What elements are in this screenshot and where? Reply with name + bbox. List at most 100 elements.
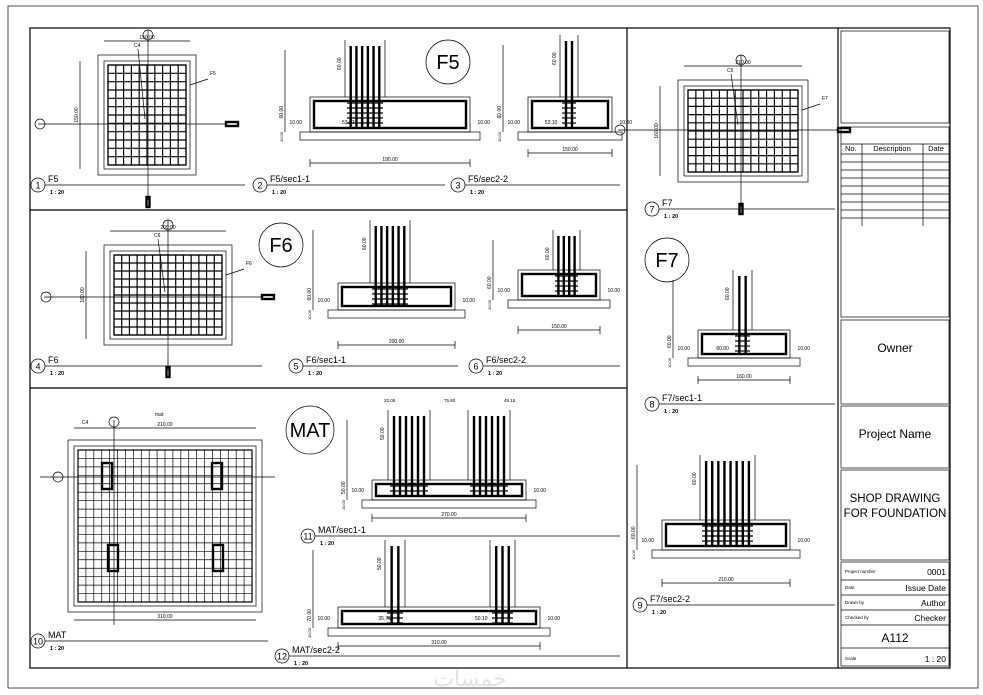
view-name: MAT (48, 630, 67, 640)
dimension-text: 10.00 (797, 346, 810, 352)
view-scale: 1 : 20 (50, 646, 64, 652)
dimension-text: 10.00 (279, 131, 284, 142)
dimension-text: 10.00 (677, 346, 690, 352)
drawing-rect (309, 96, 471, 133)
dimension-text: 50.00 (377, 557, 383, 570)
view-number: 12 (277, 652, 287, 662)
dimension-text: 53.07 (342, 120, 355, 126)
project-number-label: Project number (845, 569, 876, 574)
view-number: 2 (257, 181, 262, 191)
scale-label: Scale (845, 656, 857, 661)
dimension-text: 10.00 (477, 120, 490, 126)
section-marker (108, 416, 120, 428)
drawing-rect (299, 131, 481, 141)
dimension-text: mat (155, 412, 164, 418)
view-scale: 1 : 20 (320, 541, 334, 547)
view-name: F7/sec2-2 (650, 594, 690, 604)
view-title[interactable]: 8F7/sec1-11 : 20 (644, 393, 835, 415)
dimension-text: 60.00 (545, 247, 551, 260)
drawing-rect (517, 131, 623, 141)
drawing-rect (337, 606, 541, 629)
dimension-text: 10.00 (641, 538, 654, 544)
dimension-text: 50.10 (475, 616, 488, 622)
view-name: F6 (48, 355, 59, 365)
dimension-text: 160.00 (80, 287, 86, 303)
view-title[interactable]: 5F6/sec1-11 : 20 (288, 355, 458, 377)
dimension-text: 60.00 (307, 288, 313, 301)
dimension-text: 60.00 (487, 276, 493, 289)
view-title[interactable]: 9F7/sec2-21 : 20 (632, 594, 835, 616)
dimension-text: 49.15 (504, 398, 516, 403)
dimension-text: 60.00 (716, 346, 729, 352)
drawing-line (189, 78, 209, 86)
view-title[interactable]: 10 MAT 1 : 20 (30, 630, 268, 652)
dimension-text: 310.00 (157, 614, 173, 620)
dimension-text: F5 (210, 71, 216, 77)
drawing-rect (100, 461, 114, 491)
drawing-rect (371, 479, 527, 501)
dimension-text: 150.00 (74, 107, 80, 123)
drawn-by: Author (921, 598, 946, 608)
title-block: No. Description Date Owner Project Name … (840, 30, 950, 667)
dimension-text: 10.00 (631, 549, 636, 560)
drawing-rect (327, 309, 466, 319)
dimension-text: C4 (134, 43, 141, 49)
dimension-text: 60.00 (692, 472, 698, 485)
view-name: F7/sec1-1 (662, 393, 702, 403)
foundation-tag-circle (258, 222, 304, 268)
dimension-text: 200.00 (160, 225, 176, 231)
revision-table (841, 143, 949, 226)
dimension-text: 50.00 (380, 427, 386, 440)
dimension-text: 10.00 (307, 309, 312, 320)
watermark: خمسات (433, 666, 506, 691)
drawing-line (157, 238, 166, 293)
dimension-text: 10.00 (317, 298, 330, 304)
dimension-text: 160.00 (654, 123, 660, 139)
dimension-text: 60.00 (667, 335, 673, 348)
drawing-line (730, 73, 739, 126)
drawing-rect (165, 365, 171, 379)
drawing-frame (29, 27, 951, 669)
foundation-tag-circle (285, 405, 335, 455)
dimension-text: 10.00 (797, 538, 810, 544)
dimension-text: 10.00 (351, 488, 364, 494)
dimension-text: 20.05 (384, 398, 396, 403)
dimension-text: 270.00 (441, 512, 457, 518)
view-number: 10 (33, 637, 43, 647)
scale-value: 1 : 20 (925, 654, 947, 664)
view-number: 11 (303, 532, 312, 542)
view-number: 3 (455, 181, 460, 191)
dimension-text: 160.00 (736, 374, 752, 380)
drawing-rect (361, 499, 537, 509)
dimension-text: 190.00 (382, 157, 398, 163)
view-scale: 1 : 20 (470, 190, 484, 196)
dimension-text: 10.00 (497, 131, 502, 142)
project-number: 0001 (927, 567, 946, 577)
view-title[interactable]: 2F5/sec1-11 : 20 (252, 174, 445, 196)
view-title[interactable]: 6F6/sec2-21 : 20 (468, 355, 620, 377)
drawing-line (801, 103, 821, 111)
dimension-text: 210.00 (157, 422, 173, 428)
dimension-text: C6 (727, 68, 734, 74)
drawn-by-label: Drawn by (845, 600, 865, 605)
view-scale: 1 : 20 (652, 610, 666, 616)
dimension-text: 10.00 (667, 357, 672, 368)
dimension-text: 10.00 (341, 499, 346, 510)
dimension-text: F6 (246, 261, 252, 267)
checked-by-label: Checked by (845, 615, 870, 620)
section-marker (142, 29, 154, 41)
dimension-text: 210.00 (735, 60, 751, 66)
project-name: Project Name (859, 427, 932, 441)
dimension-text: C6 (154, 233, 161, 239)
drawing-rect (677, 79, 809, 183)
dimension-text: 10.00 (533, 488, 546, 494)
view-name: MAT/sec2-2 (292, 645, 340, 655)
drawing-rect (145, 195, 151, 209)
view-number: 1 (35, 181, 40, 191)
view-title[interactable]: 3F5/sec2-21 : 20 (450, 174, 620, 196)
